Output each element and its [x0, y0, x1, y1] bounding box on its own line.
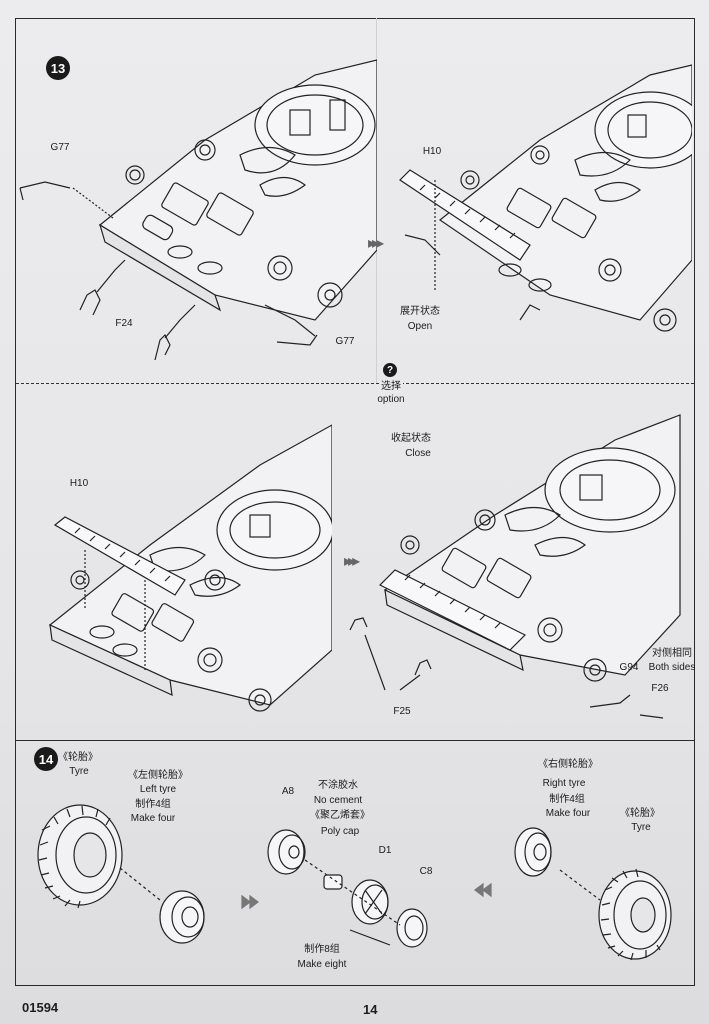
option-label-en: option: [377, 394, 405, 405]
both-sides-en: Both sides: [648, 662, 696, 673]
product-code: 01594: [22, 1000, 59, 1015]
part-label-g94: G94: [619, 662, 639, 673]
tyre-right-en: Tyre: [631, 822, 651, 833]
vehicle-front-drawing-2: [20, 405, 332, 735]
part-label-a8: A8: [281, 786, 295, 797]
tyre-left-en: Tyre: [69, 766, 89, 777]
close-label-en: Close: [405, 448, 431, 459]
vehicle-front-drawing-close: [345, 385, 690, 730]
step-divider: [15, 740, 695, 741]
option-divider: [16, 383, 694, 384]
make-four-left-cn: 制作4组: [135, 799, 171, 810]
page-frame: [15, 18, 695, 986]
right-tyre-cn: 《右侧轮胎》: [538, 759, 598, 770]
page-number: 14: [363, 1002, 378, 1017]
left-tyre-cn: 《左侧轮胎》: [128, 770, 188, 781]
step-14-badge: 14: [34, 747, 58, 771]
make-eight-en: Make eight: [297, 959, 347, 970]
part-label-c8: C8: [419, 866, 433, 877]
make-four-right-cn: 制作4组: [549, 794, 585, 805]
vehicle-front-drawing-open: [380, 20, 692, 360]
vehicle-front-drawing-1: [15, 20, 377, 382]
tyre-right-cn: 《轮胎》: [620, 808, 660, 819]
step-13-badge: 13: [46, 56, 70, 80]
part-label-f25: F25: [393, 706, 411, 717]
tyre-left-cn: 《轮胎》: [58, 752, 98, 763]
part-label-g77-bottom: G77: [335, 336, 355, 347]
part-label-h10-2: H10: [69, 478, 89, 489]
wheel-assembly-drawing: [20, 800, 690, 970]
poly-cap-en: Poly cap: [320, 826, 360, 837]
close-label-cn: 收起状态: [391, 433, 431, 444]
left-tyre-en: Left tyre: [139, 784, 177, 795]
both-sides-cn: 对侧相同: [652, 648, 692, 659]
part-label-h10: H10: [422, 146, 442, 157]
make-four-right-en: Make four: [545, 808, 591, 819]
part-label-d1: D1: [378, 845, 392, 856]
question-icon: ?: [383, 363, 397, 377]
no-cement-en: No cement: [313, 795, 363, 806]
poly-cap-cn: 《聚乙烯套》: [310, 810, 370, 821]
open-label-en: Open: [407, 321, 433, 332]
option-label-cn: 选择: [379, 381, 403, 393]
direction-arrow-icon: ▸▸▸: [368, 235, 384, 252]
part-label-f24: F24: [115, 318, 133, 329]
open-label-cn: 展开状态: [400, 306, 440, 317]
make-eight-cn: 制作8组: [304, 944, 340, 955]
part-label-g77: G77: [50, 142, 70, 153]
part-label-f26: F26: [651, 683, 669, 694]
right-tyre-en: Right tyre: [542, 778, 586, 789]
no-cement-cn: 不涂胶水: [318, 780, 358, 791]
make-four-left-en: Make four: [130, 813, 176, 824]
